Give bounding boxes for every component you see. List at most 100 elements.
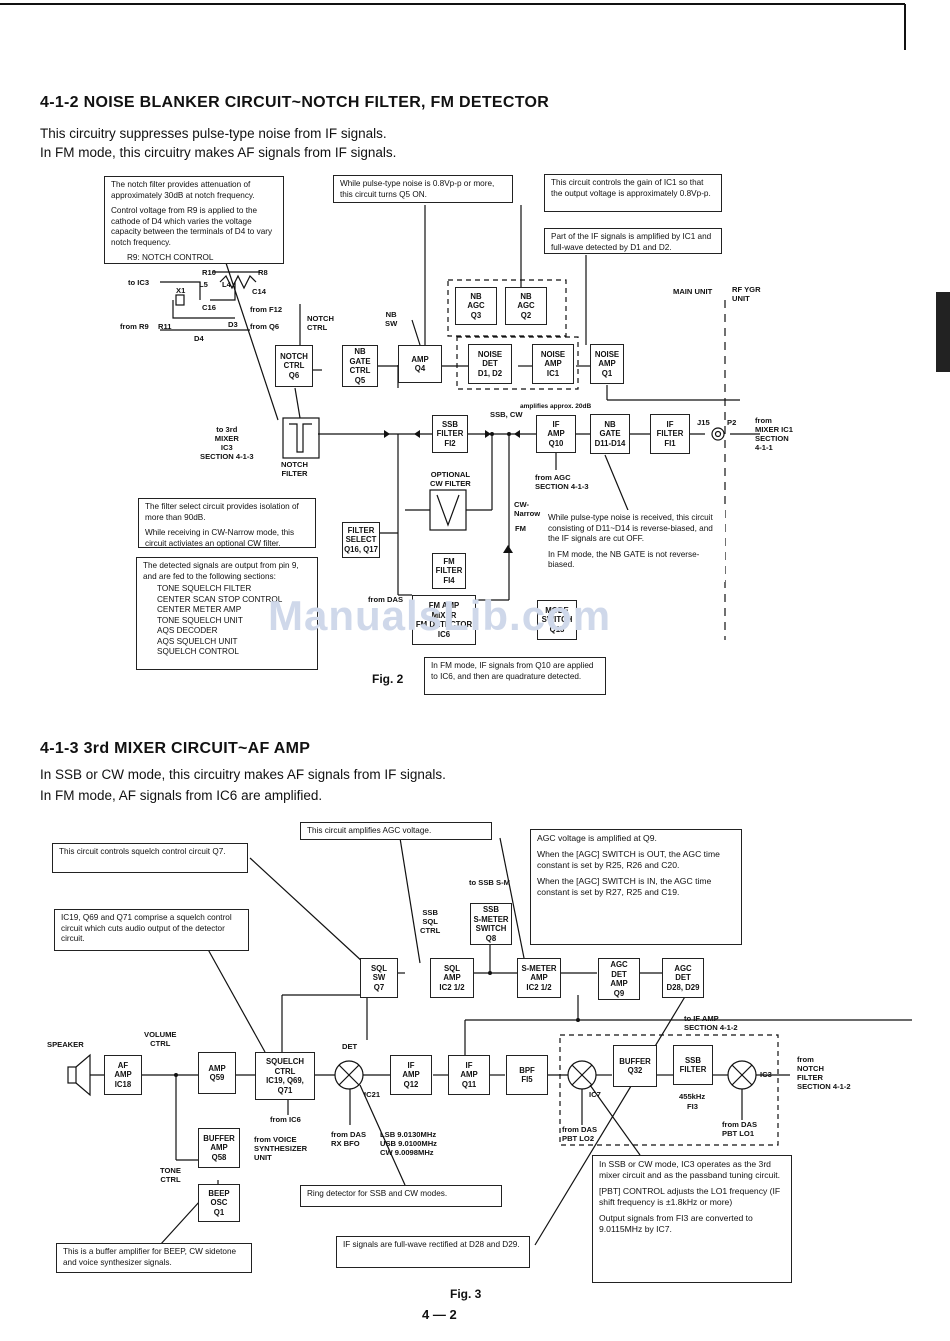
lbl-t: Narrow xyxy=(514,509,541,518)
lbl-t: from AGC xyxy=(535,473,571,482)
lbl-t: NOTCH xyxy=(797,1064,824,1073)
label-from-f12: from F12 xyxy=(250,305,283,314)
note-agc-line2: When the [AGC] SWITCH is OUT, the AGC ti… xyxy=(537,849,720,870)
label-x1: X1 xyxy=(176,286,186,295)
blk-t: IC19, Q69, xyxy=(266,1076,304,1085)
note-full-wave: Part of the IF signals is amplified by I… xyxy=(544,228,722,254)
lbl-t: SYNTHESIZER xyxy=(254,1144,308,1153)
lbl-t: CTRL xyxy=(307,323,328,332)
lbl-t: CTRL xyxy=(420,926,441,935)
note-detected-item: TONE SQUELCH FILTER xyxy=(157,584,252,593)
blk-t: NB xyxy=(604,419,616,429)
blk-t: AMP xyxy=(598,359,616,369)
lbl-t: to 3rd xyxy=(216,425,238,434)
label-ic3: IC3 xyxy=(760,1070,772,1079)
blk-t: NOISE xyxy=(477,349,503,359)
note-ic19-squelch: IC19, Q69 and Q71 comprise a squelch con… xyxy=(54,909,249,951)
lbl-t: FILTER xyxy=(281,469,308,478)
note-filter-select: The filter select circuit provides isola… xyxy=(138,498,316,548)
lbl-t: FILTER xyxy=(797,1073,824,1082)
blk-t: IF xyxy=(407,1060,415,1070)
blk-t: Q4 xyxy=(414,364,426,373)
blk-t: FM xyxy=(443,556,455,566)
blk-t: IF xyxy=(666,419,674,429)
blk-t: IC18 xyxy=(114,1079,132,1089)
lbl-t: RX BFO xyxy=(331,1139,360,1148)
label-r10: R10 xyxy=(202,268,216,277)
lbl-t: CTRL xyxy=(160,1175,181,1184)
blk-t: FI4 xyxy=(443,575,455,585)
blk-t: SWITCH xyxy=(541,615,573,625)
label-from-q6: from Q6 xyxy=(250,322,280,331)
lbl-t: from VOICE xyxy=(254,1135,297,1144)
lbl-t: MIXER IC1 xyxy=(755,425,793,434)
label-amplifies: amplifies approx. 20dB xyxy=(520,403,592,410)
blk-t: FILTER xyxy=(435,566,463,576)
lbl-t: PBT LO2 xyxy=(562,1134,595,1143)
blk-t: Q1 xyxy=(601,368,613,378)
blk-t: FILTER xyxy=(436,429,464,439)
side-tab-marker xyxy=(936,292,950,372)
blk-t: IC1 xyxy=(546,368,560,378)
label-r11: R11 xyxy=(158,322,172,331)
blk-t: GATE xyxy=(599,429,621,439)
blk-t: AGC xyxy=(674,963,692,973)
blk-t: NB xyxy=(470,291,482,301)
lbl-t: CW FILTER xyxy=(430,479,471,488)
label-fm: FM xyxy=(515,524,526,533)
label-ssb-cw: SSB, CW xyxy=(490,410,523,419)
blk-t: Q8 xyxy=(485,933,497,943)
blk-t: NB xyxy=(520,291,532,301)
lbl-t: UNIT xyxy=(254,1153,272,1162)
lbl-t: SSB xyxy=(422,908,438,917)
intro2-line-2: In FM mode, AF signals from IC6 are ampl… xyxy=(40,788,323,803)
blk-t: BPF xyxy=(519,1065,535,1075)
blk-t: Q11 xyxy=(461,1079,477,1089)
note-fm-mode: In FM mode, IF signals from Q10 are appl… xyxy=(424,657,606,695)
blk-t: SWITCH xyxy=(475,924,507,933)
label-l5: L5 xyxy=(199,280,208,289)
lbl-t: CW- xyxy=(514,500,530,509)
note-detected-item: AQS DECODER xyxy=(157,626,218,635)
blk-t: Q6 xyxy=(288,370,300,380)
note-detected-item: AQS SQUELCH UNIT xyxy=(157,636,238,646)
blk-t: SSB xyxy=(482,905,500,914)
blk-t: AMP xyxy=(210,1143,228,1153)
lbl-t: PBT LO1 xyxy=(722,1129,755,1138)
label-p2: P2 xyxy=(727,418,737,427)
blk-t: Q32 xyxy=(627,1066,643,1075)
lbl-t: CW 9.0098MHz xyxy=(380,1148,434,1157)
label-from-r9: from R9 xyxy=(120,322,149,331)
blk-t: SSB xyxy=(684,1055,702,1065)
blk-t: CTRL xyxy=(283,361,305,371)
blk-t: Q58 xyxy=(211,1152,227,1162)
label-ic7: IC7 xyxy=(589,1090,601,1099)
lbl-t: OPTIONAL xyxy=(430,470,470,479)
note-buffer-amp: This is a buffer amplifier for BEEP, CW … xyxy=(56,1243,252,1273)
blk-t: NB xyxy=(354,347,366,356)
intro-line-2: In FM mode, this circuitry makes AF sign… xyxy=(40,145,397,160)
label-from-ic6: from IC6 xyxy=(270,1115,301,1124)
blk-t: FI2 xyxy=(444,438,456,448)
